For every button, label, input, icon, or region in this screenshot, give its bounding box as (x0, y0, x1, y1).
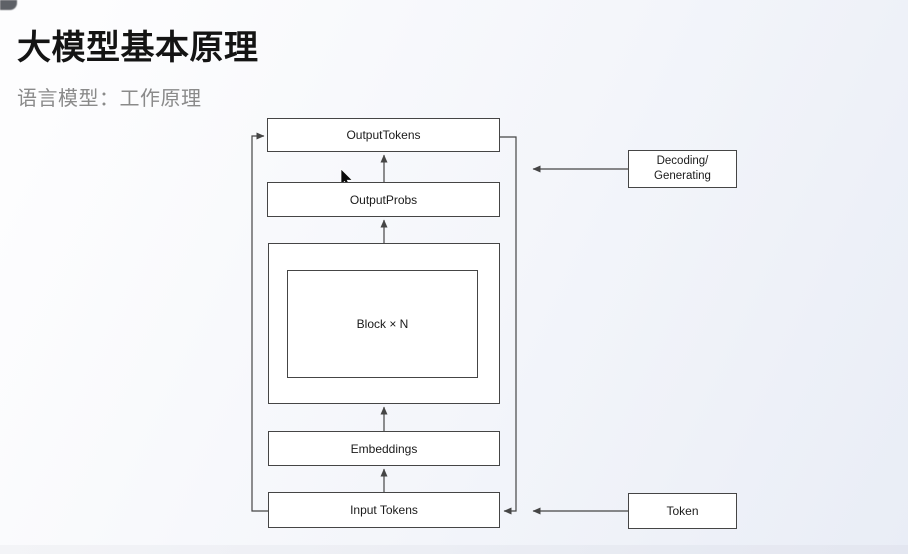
node-input-tokens-label: Input Tokens (350, 503, 418, 517)
feedback-loop-left (251, 132, 268, 512)
node-embeddings: Embeddings (268, 431, 500, 466)
node-decoding-generating: Decoding/ Generating (628, 150, 737, 188)
screen-corner-artifact (0, 0, 17, 10)
node-output-probs: OutputProbs (267, 182, 500, 217)
node-input-tokens: Input Tokens (268, 492, 500, 528)
node-token-label: Token (666, 504, 699, 518)
node-block-label: Block × N (356, 317, 409, 331)
node-token: Token (628, 493, 737, 529)
node-decoding-label-line2: Generating (654, 170, 711, 182)
node-embeddings-label: Embeddings (350, 441, 418, 456)
page-title: 大模型基本原理 (17, 29, 259, 67)
node-output-probs-label: OutputProbs (349, 192, 418, 207)
node-output-tokens-label: OutputTokens (346, 128, 421, 142)
feedback-loop-right (500, 136, 517, 515)
node-decoding-label-line1: Decoding/ (656, 155, 709, 168)
node-output-tokens: OutputTokens (267, 118, 500, 152)
bottom-shade-band (0, 545, 908, 554)
node-block: Block × N (287, 270, 478, 378)
page-subtitle: 语言模型：工作原理 (17, 88, 202, 110)
